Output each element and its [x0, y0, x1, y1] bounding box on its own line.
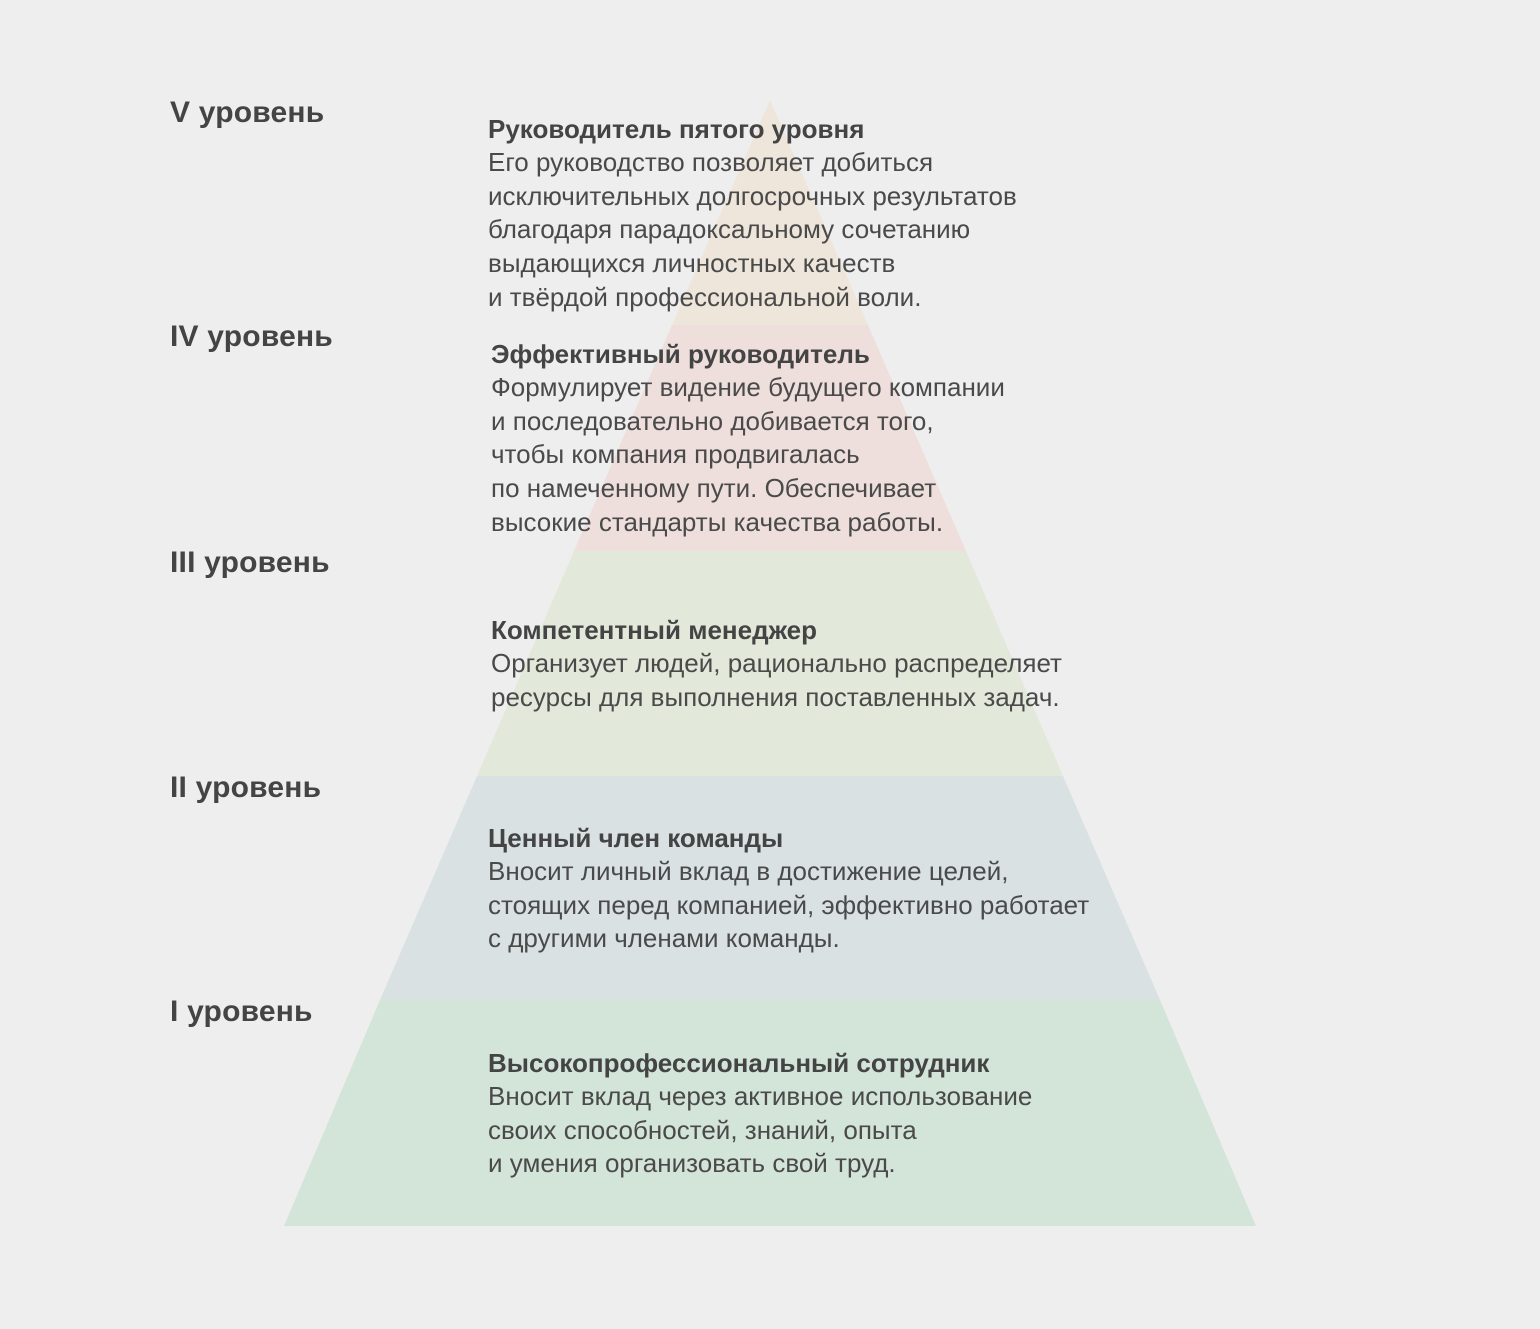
band-level-1 — [284, 1000, 1256, 1226]
level-5-label: V уровень — [170, 96, 325, 129]
band-level-5 — [672, 100, 868, 325]
level-3-title: Компетентный менеджер — [491, 615, 818, 645]
level-5-title: Руководитель пятого уровня — [488, 114, 865, 144]
level-2-title: Ценный член команды — [488, 823, 784, 853]
level-4-description: Формулирует видение будущего компании и … — [491, 372, 1005, 537]
band-level-4 — [574, 325, 966, 551]
level-5-block: Руководитель пятого уровня Его руководст… — [488, 112, 1017, 315]
level-2-block: Ценный член команды Вносит личный вклад … — [488, 821, 1089, 956]
level-4-label: IV уровень — [170, 320, 333, 353]
level-2-description: Вносит личный вклад в достижение целей, … — [488, 856, 1090, 954]
band-level-3 — [477, 551, 1063, 776]
level-1-title: Высокопрофессиональный сотрудник — [488, 1048, 990, 1078]
band-level-2 — [380, 776, 1160, 1000]
level-1-description: Вносит вклад через активное использовани… — [488, 1081, 1033, 1179]
level-3-description: Организует людей, рационально распределя… — [491, 648, 1062, 712]
level-2-label: II уровень — [170, 771, 322, 804]
level-1-label: I уровень — [170, 995, 313, 1028]
level-4-block: Эффективный руководитель Формулирует вид… — [491, 337, 1005, 540]
level-5-description: Его руководство позволяет добиться исклю… — [488, 147, 1017, 312]
level-4-title: Эффективный руководитель — [491, 339, 870, 369]
level-3-label: III уровень — [170, 546, 330, 579]
level-1-block: Высокопрофессиональный сотрудник Вносит … — [488, 1046, 1032, 1181]
level-3-block: Компетентный менеджер Организует людей, … — [491, 613, 1062, 714]
